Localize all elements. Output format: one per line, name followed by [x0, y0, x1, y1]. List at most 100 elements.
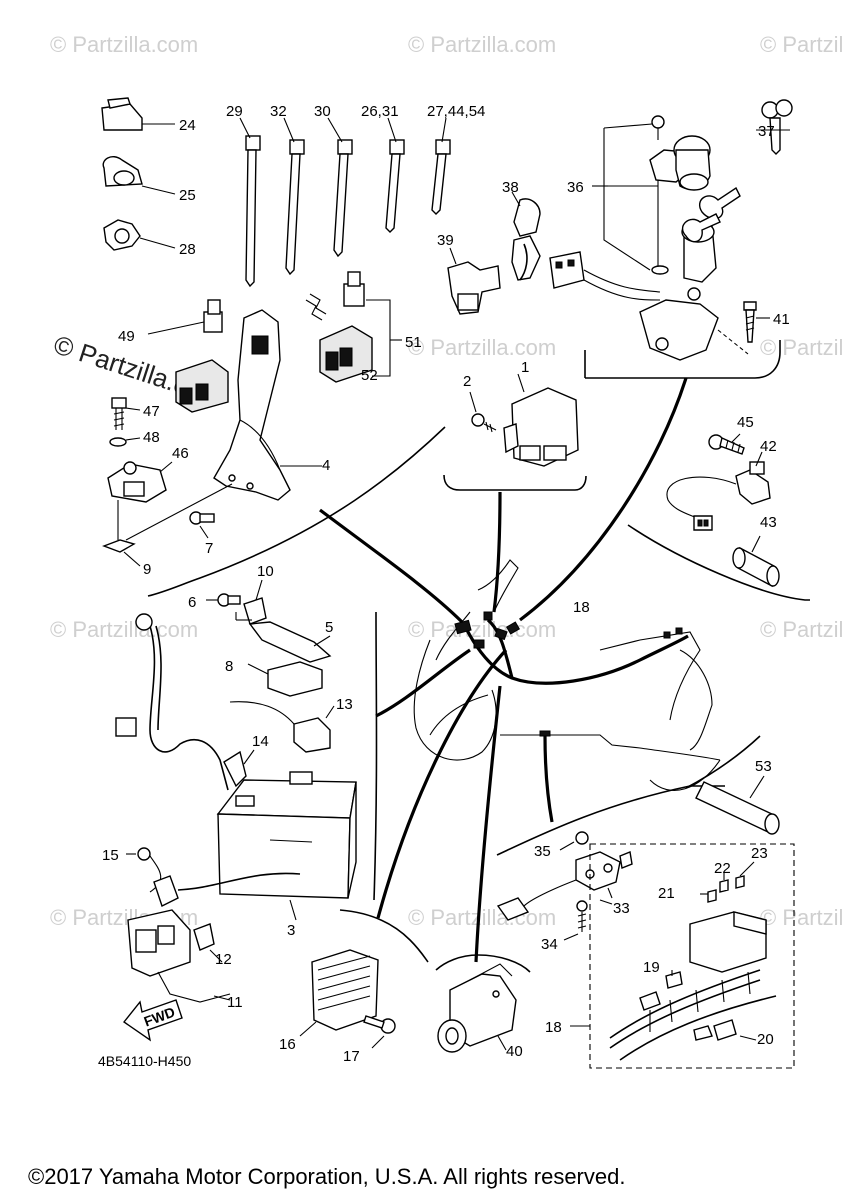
- callout: 18: [573, 599, 590, 616]
- callout: 16: [279, 1036, 296, 1053]
- callout: 46: [172, 445, 189, 462]
- callout: 9: [143, 561, 151, 578]
- washer-48: [109, 437, 141, 447]
- ignition-switch-36: [592, 115, 719, 361]
- callout: 29: [226, 103, 243, 120]
- callout: 5: [325, 619, 333, 636]
- screw-45: [708, 433, 745, 455]
- starter-relay-11: [127, 872, 301, 1003]
- callout: 28: [179, 241, 196, 258]
- drawing-code: 4B54110-H450: [98, 1053, 191, 1069]
- callout: 45: [737, 414, 754, 431]
- sensor-40: [437, 963, 517, 1053]
- watermark: © Partzilla.com: [408, 32, 556, 57]
- callout-labels: 1 2 3 4 5 6 7 8 9 10 11 12 13 14 15 16 1…: [102, 103, 790, 1065]
- callout: 15: [102, 847, 119, 864]
- callout: 14: [252, 733, 269, 750]
- clip-39: [447, 247, 501, 315]
- cable-ties: [239, 117, 451, 288]
- callout: 6: [188, 594, 196, 611]
- bracket-9: [102, 483, 233, 567]
- callout: 10: [257, 563, 274, 580]
- callout: 53: [755, 758, 772, 775]
- callout: 30: [314, 103, 331, 120]
- callout: 3: [287, 922, 295, 939]
- cap-43: [732, 535, 780, 588]
- callout: 49: [118, 328, 135, 345]
- bolt-34: [563, 900, 588, 941]
- callout: 18: [545, 1019, 562, 1036]
- callout: 13: [336, 696, 353, 713]
- watermark: © Partzilla.com: [760, 905, 843, 930]
- relay-52: [305, 271, 402, 383]
- callout: 36: [567, 179, 584, 196]
- pad-8: [247, 661, 323, 697]
- relay-bracket-4: [213, 309, 322, 501]
- callout: 21: [658, 885, 675, 902]
- relay-49: [147, 299, 229, 413]
- callout: 2: [463, 373, 471, 390]
- callout: 39: [437, 232, 454, 249]
- fuse-12: [193, 923, 223, 963]
- callout: 48: [143, 429, 160, 446]
- callout: 11: [227, 994, 243, 1011]
- callout: 40: [506, 1043, 523, 1060]
- fwd-arrow: FWD: [122, 999, 183, 1042]
- callout: 25: [179, 187, 196, 204]
- watermark: © Partzilla.com: [760, 32, 843, 57]
- callout: 47: [143, 403, 160, 420]
- watermark: © Partzilla.com: [50, 617, 198, 642]
- copyright-notice: ©2017 Yamaha Motor Corporation, U.S.A. A…: [28, 1164, 625, 1189]
- watermark: © Partzilla.com: [408, 335, 556, 360]
- callout: 52: [361, 367, 378, 384]
- clip-25: [102, 156, 176, 195]
- panel-leaders: [319, 377, 688, 963]
- battery-cable-14: [115, 613, 255, 791]
- screw-7: [189, 511, 215, 539]
- screw-41: [717, 301, 770, 355]
- callout: 17: [343, 1048, 360, 1065]
- keys-37: [681, 99, 793, 243]
- fuse-cover-13: [229, 701, 335, 753]
- callout: 4: [322, 457, 330, 474]
- callout: 33: [613, 900, 630, 917]
- callout: 43: [760, 514, 777, 531]
- bolt-17: [363, 1015, 396, 1049]
- callout: 1: [521, 359, 529, 376]
- wire-connector-38: [511, 191, 661, 301]
- watermark: © Partzilla.com: [50, 32, 198, 57]
- clip-28: [103, 219, 176, 251]
- panel-frames: [147, 340, 810, 973]
- callout: 19: [643, 959, 660, 976]
- fuse-box-inset: [570, 843, 795, 1069]
- callout: 32: [270, 103, 287, 120]
- watermark: © Partzilla.com: [760, 335, 843, 360]
- callout: 26,31: [361, 103, 399, 120]
- motorcycle-outline: [413, 559, 721, 791]
- battery-3: [216, 771, 357, 921]
- callout: 7: [205, 540, 213, 557]
- tube-53: [695, 775, 780, 835]
- bolt-6: [206, 593, 241, 607]
- callout: 23: [751, 845, 768, 862]
- watermark: © Partzilla.com: [408, 617, 556, 642]
- callout: 34: [541, 936, 558, 953]
- callout: 12: [215, 951, 232, 968]
- callout: 37: [758, 123, 775, 140]
- sensor-46: [107, 461, 173, 540]
- ecu-1: [503, 373, 579, 467]
- bolt-47: [111, 397, 141, 430]
- callout: 38: [502, 179, 519, 196]
- bolt-15: [126, 847, 162, 893]
- callout: 51: [405, 334, 422, 351]
- callout: 20: [757, 1031, 774, 1048]
- callout: 24: [179, 117, 196, 134]
- wire-harness: [454, 611, 689, 737]
- callout: 22: [714, 860, 731, 877]
- rectifier-16: [299, 949, 379, 1037]
- callout: 35: [534, 843, 551, 860]
- watermark: © Partzilla.com: [760, 617, 843, 642]
- callout: 27,44,54: [427, 103, 485, 120]
- sensor-42: [666, 451, 771, 531]
